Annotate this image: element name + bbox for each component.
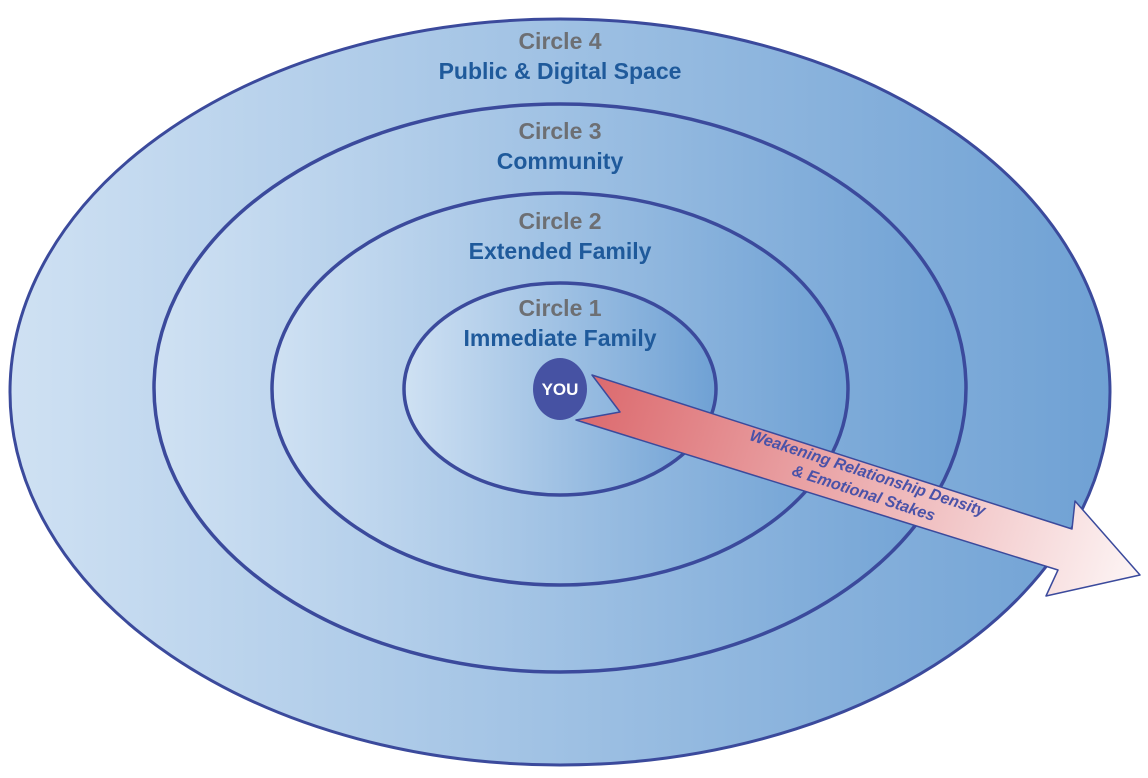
- circle-2-number: Circle 2: [518, 208, 601, 234]
- circle-2-name: Extended Family: [469, 238, 652, 264]
- circle-3-number: Circle 3: [518, 118, 601, 144]
- you-label: YOU: [542, 380, 579, 399]
- circle-1-name: Immediate Family: [463, 325, 656, 351]
- you-marker: [533, 358, 587, 420]
- circle-4-name: Public & Digital Space: [439, 58, 682, 84]
- arrow-shape: [575, 374, 1141, 597]
- circle-4-number: Circle 4: [518, 28, 601, 54]
- circle-3-name: Community: [497, 148, 624, 174]
- circle-1-number: Circle 1: [518, 295, 601, 321]
